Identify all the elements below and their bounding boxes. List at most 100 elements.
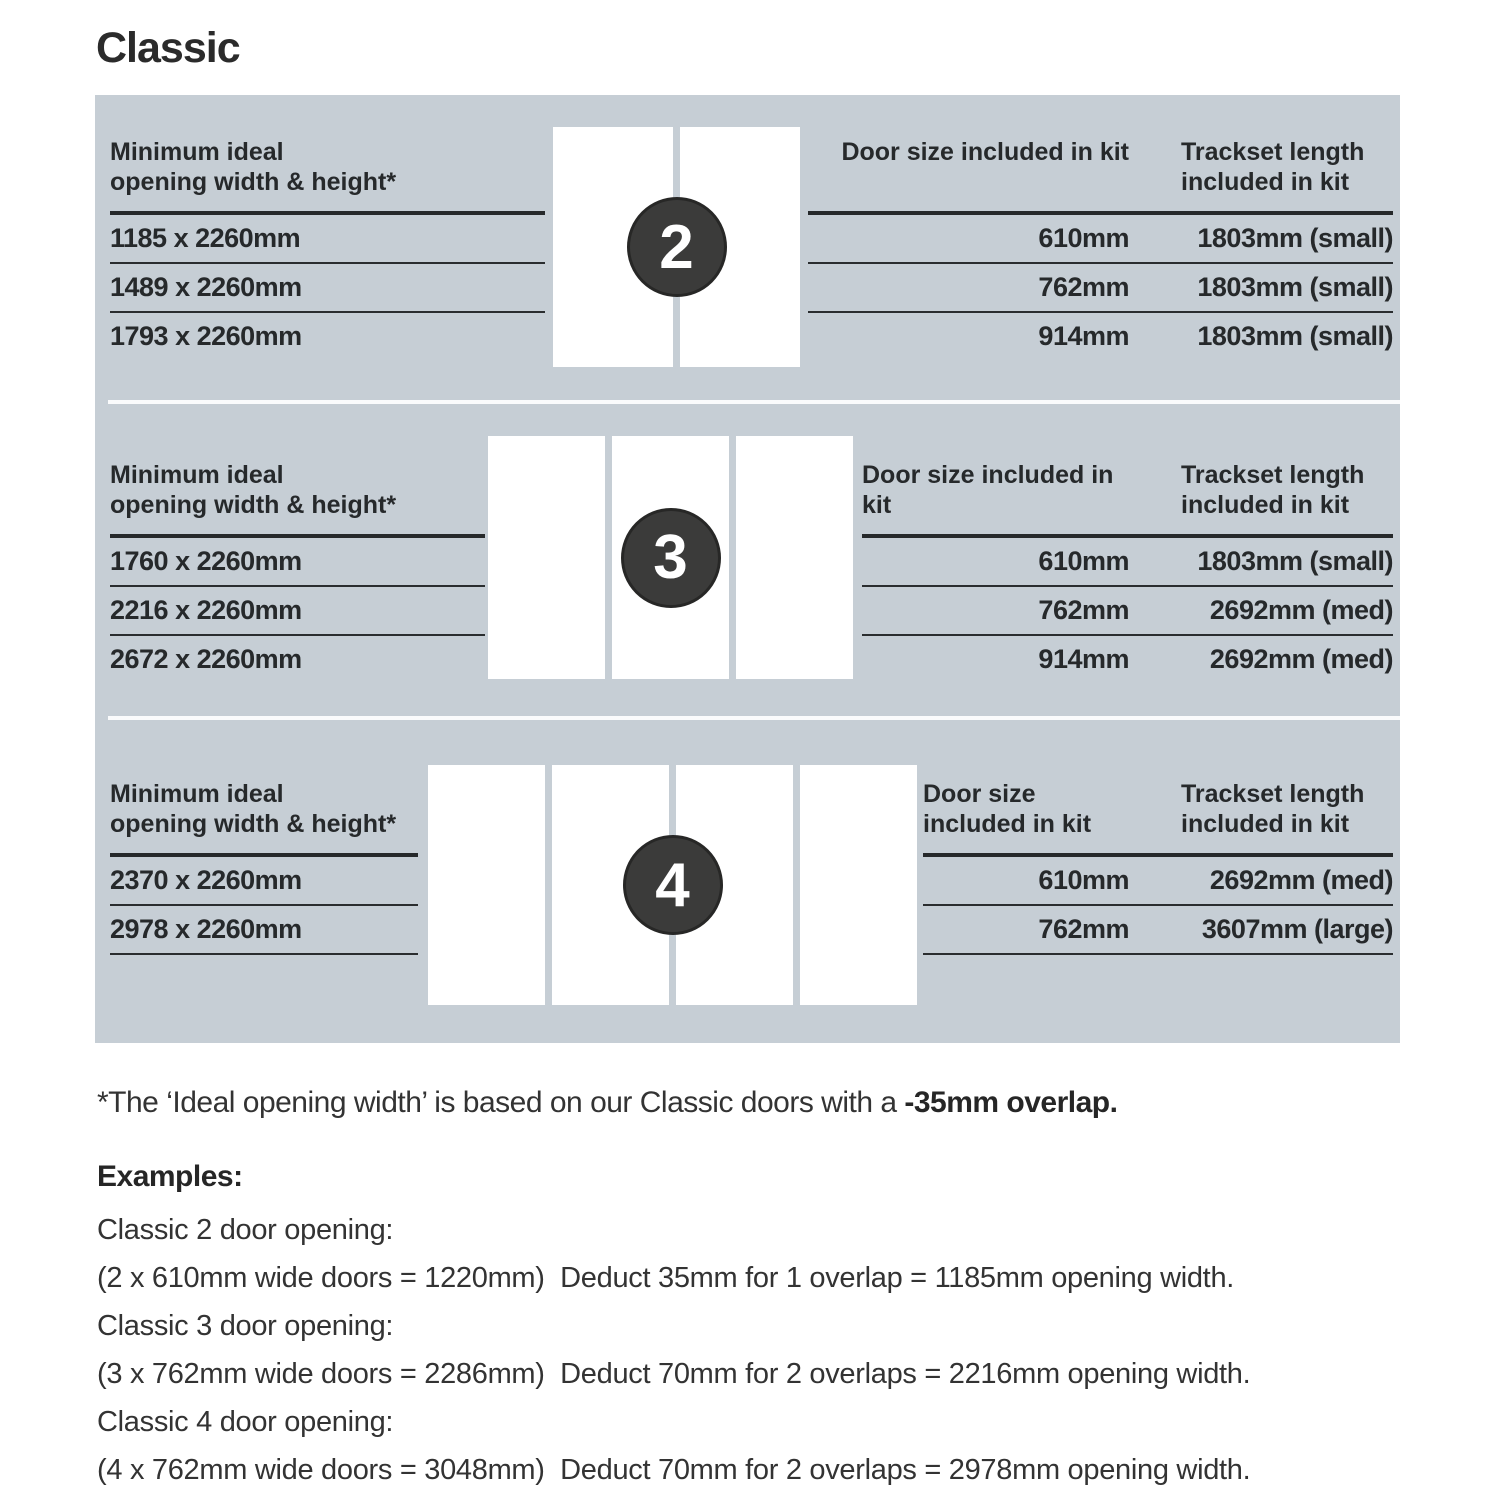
table-rule [110, 211, 545, 215]
header-line: included in kit [960, 138, 1129, 166]
opening-size-header: Minimum ideal opening width & height* [110, 779, 418, 839]
door-count-badge: 4 [622, 835, 723, 935]
door-diagram-2: 2 [553, 127, 800, 367]
door-size-value: 610mm [1038, 223, 1129, 253]
door-diagram-3: 3 [488, 436, 853, 679]
trackset-header: Trackset length included in kit [1181, 779, 1393, 839]
page-title: Classic [96, 24, 241, 72]
header-line: included in kit [1181, 491, 1350, 519]
spec-panel: Minimum ideal opening width & height* 11… [95, 95, 1400, 1043]
trackset-value: 2692mm (med) [1209, 595, 1394, 625]
trackset-value: 1803mm (small) [1197, 546, 1393, 576]
header-line: opening width & height* [110, 168, 397, 196]
kit-row: 610mm 1803mm (small) [808, 215, 1394, 264]
trackset-header: Trackset length included in kit [1181, 137, 1393, 197]
section-3-door: Minimum ideal opening width & height* 17… [95, 405, 1400, 717]
kit-table-header: Door size included in kit Trackset lengt… [862, 460, 1393, 520]
opening-size-row: 2978 x 2260mm [110, 906, 418, 955]
header-line: Trackset length [1181, 780, 1365, 808]
opening-size-row: 1489 x 2260mm [110, 264, 545, 313]
opening-size-row: 1793 x 2260mm [110, 321, 302, 351]
example-line: (4 x 762mm wide doors = 3048mm) Deduct 7… [97, 1454, 1251, 1486]
door-panel [800, 765, 917, 1005]
header-line: Door size [923, 780, 1036, 808]
table-rule [110, 853, 418, 857]
door-panel [428, 765, 545, 1005]
opening-size-header: Minimum ideal opening width & height* [110, 460, 485, 520]
trackset-value: 2692mm (med) [1209, 644, 1394, 674]
trackset-value: 1803mm (small) [1197, 321, 1393, 351]
header-line: Door size [841, 138, 954, 166]
examples-list: Classic 2 door opening: (2 x 610mm wide … [97, 1206, 1251, 1494]
door-size-header: Door size included in kit [862, 460, 1129, 520]
kit-row: 914mm 1803mm (small) [808, 313, 1393, 360]
example-line: Classic 2 door opening: [97, 1214, 394, 1246]
door-panel [736, 436, 853, 679]
example-line: Classic 4 door opening: [97, 1406, 394, 1438]
trackset-header: Trackset length included in kit [1181, 460, 1393, 520]
door-count-badge: 2 [626, 197, 727, 297]
kit-row: 610mm 2692mm (med) [923, 857, 1394, 906]
door-size-value: 610mm [1038, 865, 1129, 895]
opening-size-row: 2216 x 2260mm [110, 587, 485, 636]
header-line: included in kit [1181, 168, 1350, 196]
kit-table: Door size included in kit Trackset lengt… [862, 460, 1394, 683]
trackset-value: 1803mm (small) [1197, 223, 1393, 253]
kit-row: 914mm 2692mm (med) [862, 636, 1393, 683]
kit-table: Door size included in kit Trackset lengt… [923, 779, 1394, 955]
section-divider [108, 400, 1400, 404]
door-panel [488, 436, 605, 679]
kit-row: 610mm 1803mm (small) [862, 538, 1394, 587]
opening-size-table: Minimum ideal opening width & height* 17… [110, 460, 485, 683]
example-line: (3 x 762mm wide doors = 2286mm) Deduct 7… [97, 1358, 1251, 1390]
example-line: Classic 3 door opening: [97, 1310, 394, 1342]
header-line: Door size [862, 461, 975, 489]
header-line: Minimum ideal [110, 461, 284, 489]
footnote-bold-text: -35mm overlap. [904, 1086, 1118, 1119]
header-line: Minimum ideal [110, 780, 284, 808]
trackset-value: 1803mm (small) [1197, 272, 1393, 302]
header-line: opening width & height* [110, 491, 397, 519]
opening-size-row: 2672 x 2260mm [110, 644, 302, 674]
header-line: Trackset length [1181, 138, 1365, 166]
header-line: Trackset length [1181, 461, 1365, 489]
door-count-badge: 3 [620, 507, 721, 608]
header-line: opening width & height* [110, 810, 397, 838]
door-size-value: 610mm [1038, 546, 1129, 576]
kit-row: 762mm 1803mm (small) [808, 264, 1394, 313]
footnote-text: *The ‘Ideal opening width’ is based on o… [97, 1086, 905, 1119]
examples-heading: Examples: [97, 1160, 243, 1193]
door-size-value: 914mm [1038, 644, 1129, 674]
section-divider [108, 716, 1400, 720]
door-diagram-4: 4 [428, 765, 917, 1005]
footnote: *The ‘Ideal opening width’ is based on o… [97, 1086, 1118, 1120]
table-rule [110, 534, 485, 538]
trackset-value: 3607mm (large) [1201, 914, 1394, 944]
door-size-value: 914mm [1038, 321, 1129, 351]
kit-row: 762mm 2692mm (med) [862, 587, 1394, 636]
example-line: (2 x 610mm wide doors = 1220mm) Deduct 3… [97, 1262, 1235, 1294]
kit-row: 762mm 3607mm (large) [923, 906, 1394, 955]
section-2-door: Minimum ideal opening width & height* 11… [95, 95, 1400, 401]
door-size-header: Door size included in kit [923, 779, 1129, 839]
header-line: included in kit [862, 461, 1114, 519]
kit-table-header: Door size included in kit Trackset lengt… [808, 137, 1393, 197]
opening-size-row: 1760 x 2260mm [110, 538, 485, 587]
header-line: included in kit [1181, 810, 1350, 838]
opening-size-header: Minimum ideal opening width & height* [110, 137, 545, 197]
opening-size-table: Minimum ideal opening width & height* 11… [110, 137, 545, 360]
opening-size-table: Minimum ideal opening width & height* 23… [110, 779, 418, 955]
kit-table: Door size included in kit Trackset lengt… [808, 137, 1394, 360]
table-rule [862, 534, 1393, 538]
opening-size-row: 2370 x 2260mm [110, 857, 418, 906]
door-size-value: 762mm [1038, 914, 1129, 944]
door-size-header: Door size included in kit [808, 137, 1129, 197]
section-4-door: Minimum ideal opening width & height* 23… [95, 721, 1400, 1043]
table-rule [923, 853, 1393, 857]
door-size-value: 762mm [1038, 595, 1129, 625]
kit-table-header: Door size included in kit Trackset lengt… [923, 779, 1393, 839]
door-size-value: 762mm [1038, 272, 1129, 302]
table-rule [808, 211, 1393, 215]
trackset-value: 2692mm (med) [1209, 865, 1394, 895]
header-line: Minimum ideal [110, 138, 284, 166]
